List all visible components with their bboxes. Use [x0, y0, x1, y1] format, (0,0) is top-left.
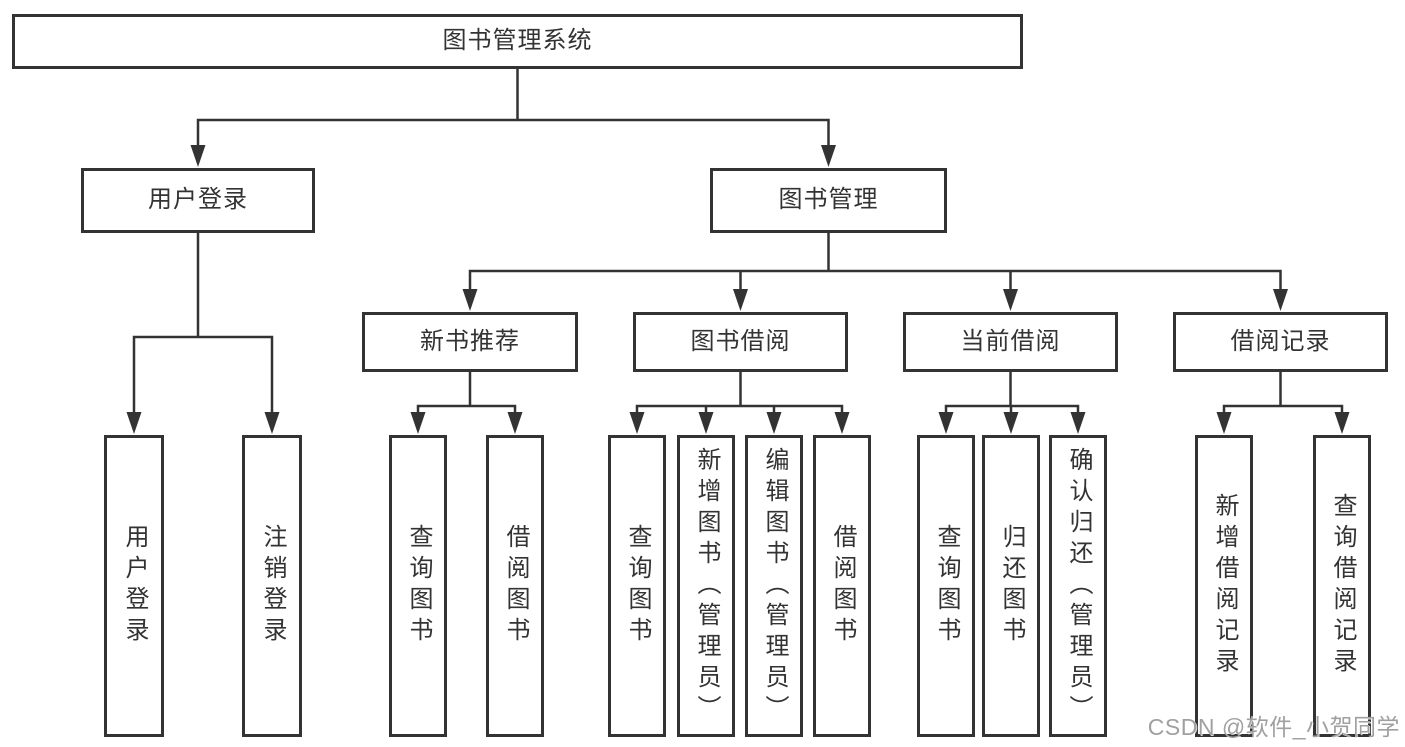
node-label: 借阅图书: [829, 524, 856, 648]
node-label: 归还图书: [998, 524, 1025, 648]
node-label: 新书推荐: [420, 327, 520, 355]
node-label: 借阅记录: [1230, 327, 1331, 355]
node-label: 查询图书: [624, 524, 651, 648]
leaf-query-borrow-record: 查询借阅记录: [1313, 435, 1371, 737]
leaf-user-login: 用户登录: [104, 435, 164, 737]
arrowhead-icon: [629, 412, 645, 434]
node-label: 编辑图书（管理员）: [761, 446, 788, 726]
leaf-query-books-borrow: 查询图书: [608, 435, 666, 737]
edge-book-management-to-level3: [468, 231, 1282, 292]
node-label: 查询图书: [933, 524, 960, 648]
node-label: 图书管理: [778, 186, 879, 214]
edge-borrowing-records-to-leaves: [1222, 370, 1344, 415]
node-current-borrowing: 当前借阅: [903, 312, 1118, 372]
leaf-borrow-books-recommend: 借阅图书: [486, 435, 544, 737]
edge-root-to-level2: [196, 67, 830, 149]
edge-new-book-recommendation-to-leaves: [416, 370, 517, 415]
arrowhead-icon: [834, 412, 850, 434]
node-label: 借阅图书: [502, 524, 529, 648]
node-label: 图书管理系统: [442, 27, 593, 55]
leaf-borrow-books: 借阅图书: [813, 435, 871, 737]
leaf-add-borrow-record: 新增借阅记录: [1195, 435, 1253, 737]
arrowhead-icon: [698, 412, 714, 434]
arrowhead-icon: [733, 289, 748, 311]
node-label: 注销登录: [259, 524, 286, 648]
leaf-logout-login: 注销登录: [242, 435, 302, 737]
edge-book-borrowing-to-leaves: [635, 370, 844, 415]
node-label: 确认归还（管理员）: [1065, 446, 1092, 726]
leaf-return-books: 归还图书: [982, 435, 1040, 737]
leaf-query-books-recommend: 查询图书: [389, 435, 447, 737]
node-book-borrowing: 图书借阅: [633, 312, 848, 372]
arrowhead-icon: [410, 412, 426, 434]
arrowhead-icon: [264, 412, 280, 434]
node-label: 图书借阅: [690, 327, 791, 355]
node-label: 查询图书: [405, 524, 432, 648]
arrowhead-icon: [1273, 289, 1288, 311]
node-label: 当前借阅: [960, 327, 1061, 355]
node-label: 查询借阅记录: [1329, 493, 1356, 679]
arrowhead-icon: [1003, 289, 1018, 311]
node-library-management-system: 图书管理系统: [12, 14, 1023, 69]
node-label: 新增图书（管理员）: [693, 446, 720, 726]
arrowhead-icon: [507, 412, 523, 434]
node-new-book-recommendation: 新书推荐: [362, 312, 578, 372]
arrowhead-icon: [1003, 412, 1019, 434]
leaf-add-books-admin: 新增图书（管理员）: [677, 435, 735, 737]
arrowhead-icon: [190, 145, 206, 167]
node-label: 新增借阅记录: [1211, 493, 1238, 679]
arrowhead-icon: [766, 412, 782, 434]
leaf-query-books-current: 查询图书: [917, 435, 975, 737]
arrowhead-icon: [126, 412, 142, 434]
node-borrowing-records: 借阅记录: [1173, 312, 1388, 372]
node-label: 用户登录: [148, 186, 248, 214]
node-user-login: 用户登录: [81, 168, 315, 233]
node-book-management: 图书管理: [710, 168, 947, 233]
leaf-edit-books-admin: 编辑图书（管理员）: [745, 435, 803, 737]
arrowhead-icon: [1216, 412, 1232, 434]
arrowhead-icon: [1070, 412, 1086, 434]
arrowhead-icon: [462, 289, 478, 311]
arrowhead-icon: [938, 412, 954, 434]
edge-user-login-to-leaves: [132, 231, 274, 415]
node-label: 用户登录: [121, 524, 148, 648]
arrowhead-icon: [821, 145, 836, 167]
edge-current-borrowing-to-leaves: [944, 370, 1080, 415]
leaf-confirm-return-admin: 确认归还（管理员）: [1049, 435, 1107, 737]
arrowhead-icon: [1334, 412, 1350, 434]
